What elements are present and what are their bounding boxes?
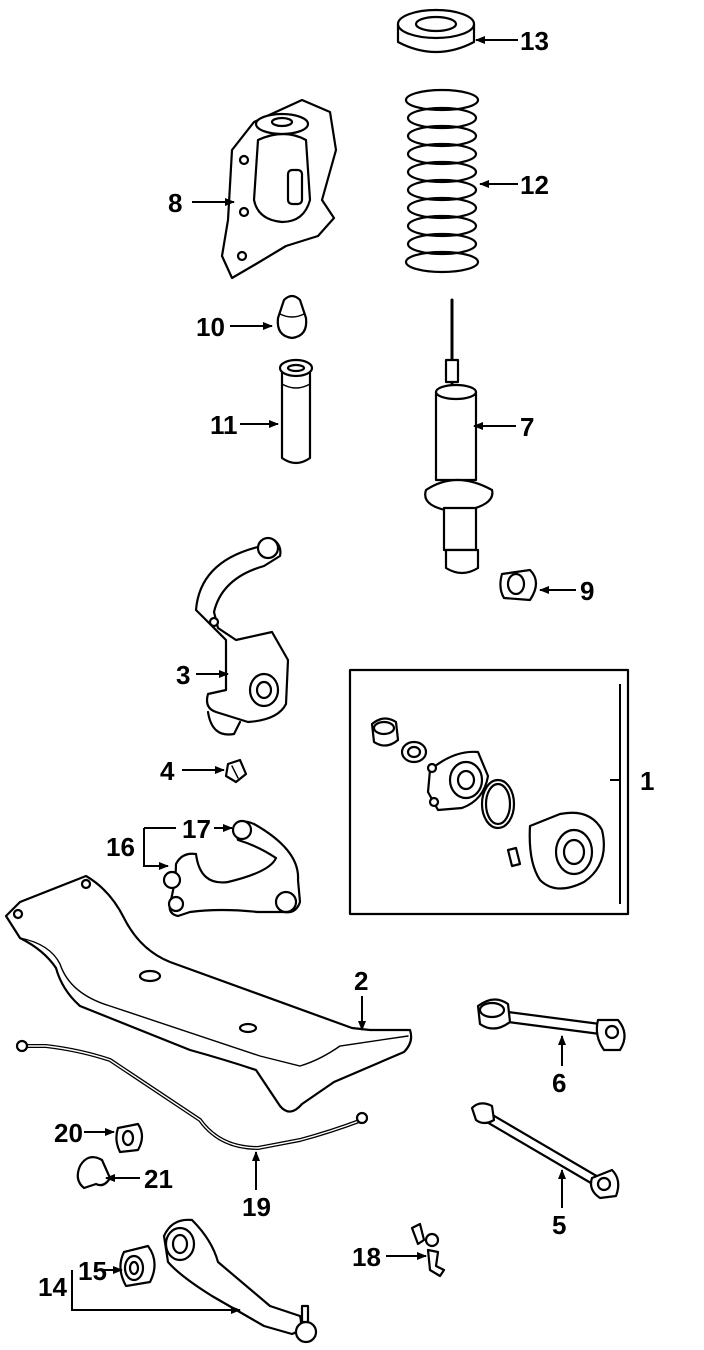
callout-11: 11 (210, 410, 238, 440)
bushing-20 (115, 1122, 144, 1154)
lower-arm-14 (162, 1218, 318, 1344)
subframe-2 (4, 874, 413, 1113)
hub-assembly-1 (348, 668, 630, 916)
callout-2: 2 (354, 966, 368, 996)
callout-labels: 13 12 8 10 11 7 9 3 4 17 16 1 2 6 5 19 2… (38, 26, 654, 1302)
stabilizer-bar-19 (15, 1039, 369, 1151)
callout-4: 4 (160, 756, 175, 786)
callout-6: 6 (552, 1068, 566, 1098)
callout-21: 21 (144, 1164, 173, 1194)
bracket-21 (76, 1155, 112, 1190)
bushing-15 (119, 1244, 156, 1288)
callout-10: 10 (196, 312, 225, 342)
dust-boot-11 (278, 358, 314, 465)
callout-5: 5 (552, 1210, 566, 1240)
callout-19: 19 (242, 1192, 271, 1222)
knuckle-3 (194, 536, 290, 736)
callout-9: 9 (580, 576, 594, 606)
callout-16: 16 (106, 832, 135, 862)
shock-absorber-7 (424, 298, 494, 575)
link-6 (476, 998, 626, 1052)
bump-stop-10 (276, 294, 308, 340)
callout-3: 3 (176, 660, 190, 690)
callout-8: 8 (168, 188, 182, 218)
spring-seat-13 (396, 8, 476, 54)
callout-7: 7 (520, 412, 534, 442)
callout-14: 14 (38, 1272, 67, 1302)
coil-spring-12 (404, 88, 480, 274)
callout-leaders (71, 36, 621, 1314)
link-pin-18 (410, 1222, 446, 1278)
callout-17: 17 (182, 814, 211, 844)
upper-arm-17 (162, 819, 302, 918)
bushing-9 (499, 568, 538, 602)
callout-18: 18 (352, 1242, 381, 1272)
callout-20: 20 (54, 1118, 83, 1148)
strut-mount-8 (220, 98, 338, 280)
bolt-4 (224, 758, 248, 784)
callout-15: 15 (78, 1256, 107, 1286)
callout-13: 13 (520, 26, 549, 56)
link-5 (470, 1102, 620, 1200)
callout-1: 1 (640, 766, 654, 796)
callout-12: 12 (520, 170, 549, 200)
